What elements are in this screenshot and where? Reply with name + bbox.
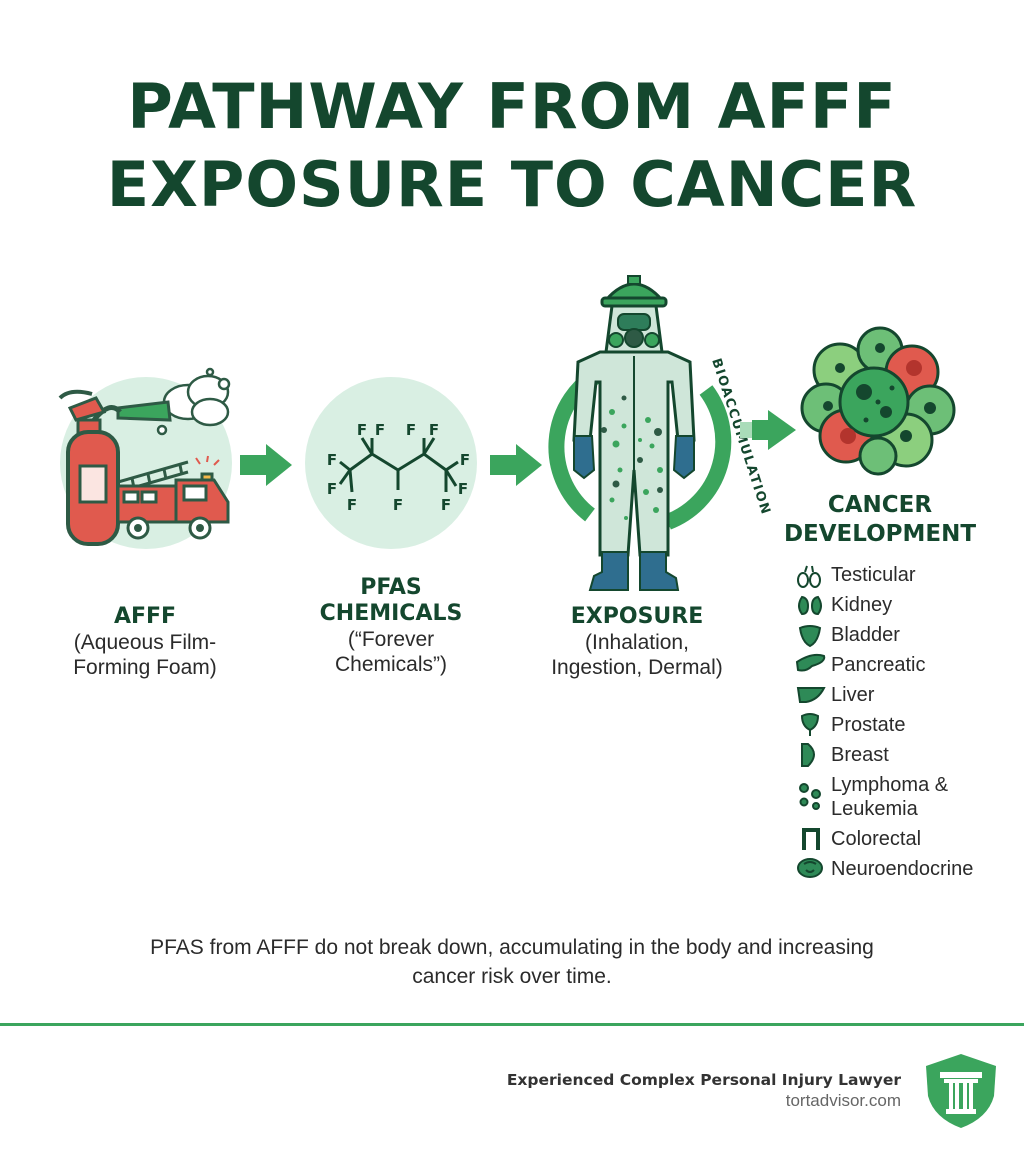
cancer-development-heading: CANCER DEVELOPMENT [770, 491, 990, 549]
fluorine-atom-label: F [393, 496, 403, 514]
cancer-icons [795, 565, 826, 878]
fluorine-atom-label: F [357, 421, 367, 439]
breast-icon [801, 743, 815, 767]
hazmat-worker-icon [548, 275, 732, 591]
colon-icon [802, 828, 820, 850]
stage-afff-heading: AFFF [113, 604, 177, 629]
list-item: Kidney [795, 593, 991, 621]
fluorine-atom-label: F [429, 421, 439, 439]
cancer-label-breast: Breast [831, 744, 889, 766]
stage-afff-sub-2: Forming Foam) [73, 656, 217, 679]
stage-pfas-label: PFAS CHEMICALS (“Forever Chemicals”) [286, 575, 496, 677]
footer-site-link[interactable]: tortadvisor.com [785, 1091, 901, 1110]
list-item: Liver [795, 683, 991, 711]
list-item: Bladder [795, 623, 991, 651]
cancer-label-prostate: Prostate [831, 714, 906, 736]
cancer-label-testicular: Testicular [831, 564, 916, 586]
list-item: Neuroendocrine [795, 857, 991, 885]
brain-icon [797, 858, 823, 878]
prostate-icon [800, 713, 820, 736]
fire-extinguisher-and-fire-truck-icon [58, 367, 232, 549]
fluorine-atom-label: F [458, 480, 468, 498]
summary-text: PFAS from AFFF do not break down, accumu… [150, 936, 874, 988]
fluorine-atom-label: F [375, 421, 385, 439]
fluorine-atom-label: F [347, 496, 357, 514]
fluorine-atom-label: F [406, 421, 416, 439]
list-item: Testicular [795, 563, 991, 591]
pfas-molecule-icon: F F F F F F F F F F F [305, 377, 477, 549]
cancer-label-lymphoma-leukemia: Lymphoma & Leukemia [831, 774, 949, 820]
stage-exposure-heading: EXPOSURE [570, 604, 704, 629]
stage-exposure-sub-1: (Inhalation, [585, 631, 689, 654]
list-item: Colorectal [795, 827, 991, 855]
cancer-heading-line-2: DEVELOPMENT [783, 521, 977, 547]
stage-afff-sub-1: (Aqueous Film- [73, 631, 217, 654]
cancer-label-liver: Liver [831, 684, 875, 706]
list-item: Prostate [795, 713, 991, 741]
stage-pfas-heading-1: PFAS [360, 575, 422, 600]
bladder-icon [798, 625, 822, 648]
cancer-heading-line-1: CANCER [827, 492, 933, 518]
cancer-label-colorectal: Colorectal [831, 828, 922, 850]
arrow-exposure-to-cancer [752, 410, 796, 450]
stage-pfas-sub-2: Chemicals”) [334, 653, 447, 676]
stage-pfas-heading-2: CHEMICALS [319, 601, 463, 626]
cancer-label-bladder: Bladder [831, 624, 900, 646]
fluorine-atom-label: F [327, 451, 337, 469]
cancer-label-neuroendocrine: Neuroendocrine [831, 858, 974, 880]
testicular-icon [797, 565, 821, 588]
arrow-afff-to-pfas [240, 444, 292, 486]
footer-divider [0, 1023, 1024, 1026]
arrow-pfas-to-exposure [490, 444, 542, 486]
pancreas-icon [795, 653, 826, 672]
blood-cells-icon [799, 783, 821, 810]
title-line-1: PATHWAY FROM AFFF [127, 70, 897, 143]
kidney-icon [798, 595, 822, 616]
liver-icon [796, 687, 826, 703]
stage-exposure-sub-2: Ingestion, Dermal) [551, 656, 723, 679]
list-item: Breast [795, 743, 991, 771]
list-item: Lymphoma & Leukemia [795, 773, 961, 821]
page-title: PATHWAY FROM AFFF EXPOSURE TO CANCER [0, 68, 1024, 224]
cancer-label-pancreatic: Pancreatic [831, 654, 926, 676]
list-item: Pancreatic [795, 653, 991, 681]
stage-pfas-sub-1: (“Forever [347, 628, 435, 651]
fluorine-atom-label: F [460, 451, 470, 469]
cancer-label-kidney: Kidney [831, 594, 893, 616]
title-line-2: EXPOSURE TO CANCER [106, 148, 918, 221]
footer-tagline: Experienced Complex Personal Injury Lawy… [506, 1071, 901, 1089]
stage-exposure-label: EXPOSURE (Inhalation, Ingestion, Dermal) [522, 604, 752, 680]
fluorine-atom-label: F [327, 480, 337, 498]
fluorine-atom-label: F [441, 496, 451, 514]
stage-afff-label: AFFF (Aqueous Film- Forming Foam) [40, 604, 250, 680]
pillar-shield-logo [926, 1054, 996, 1128]
cancer-cells-icon [800, 326, 956, 476]
